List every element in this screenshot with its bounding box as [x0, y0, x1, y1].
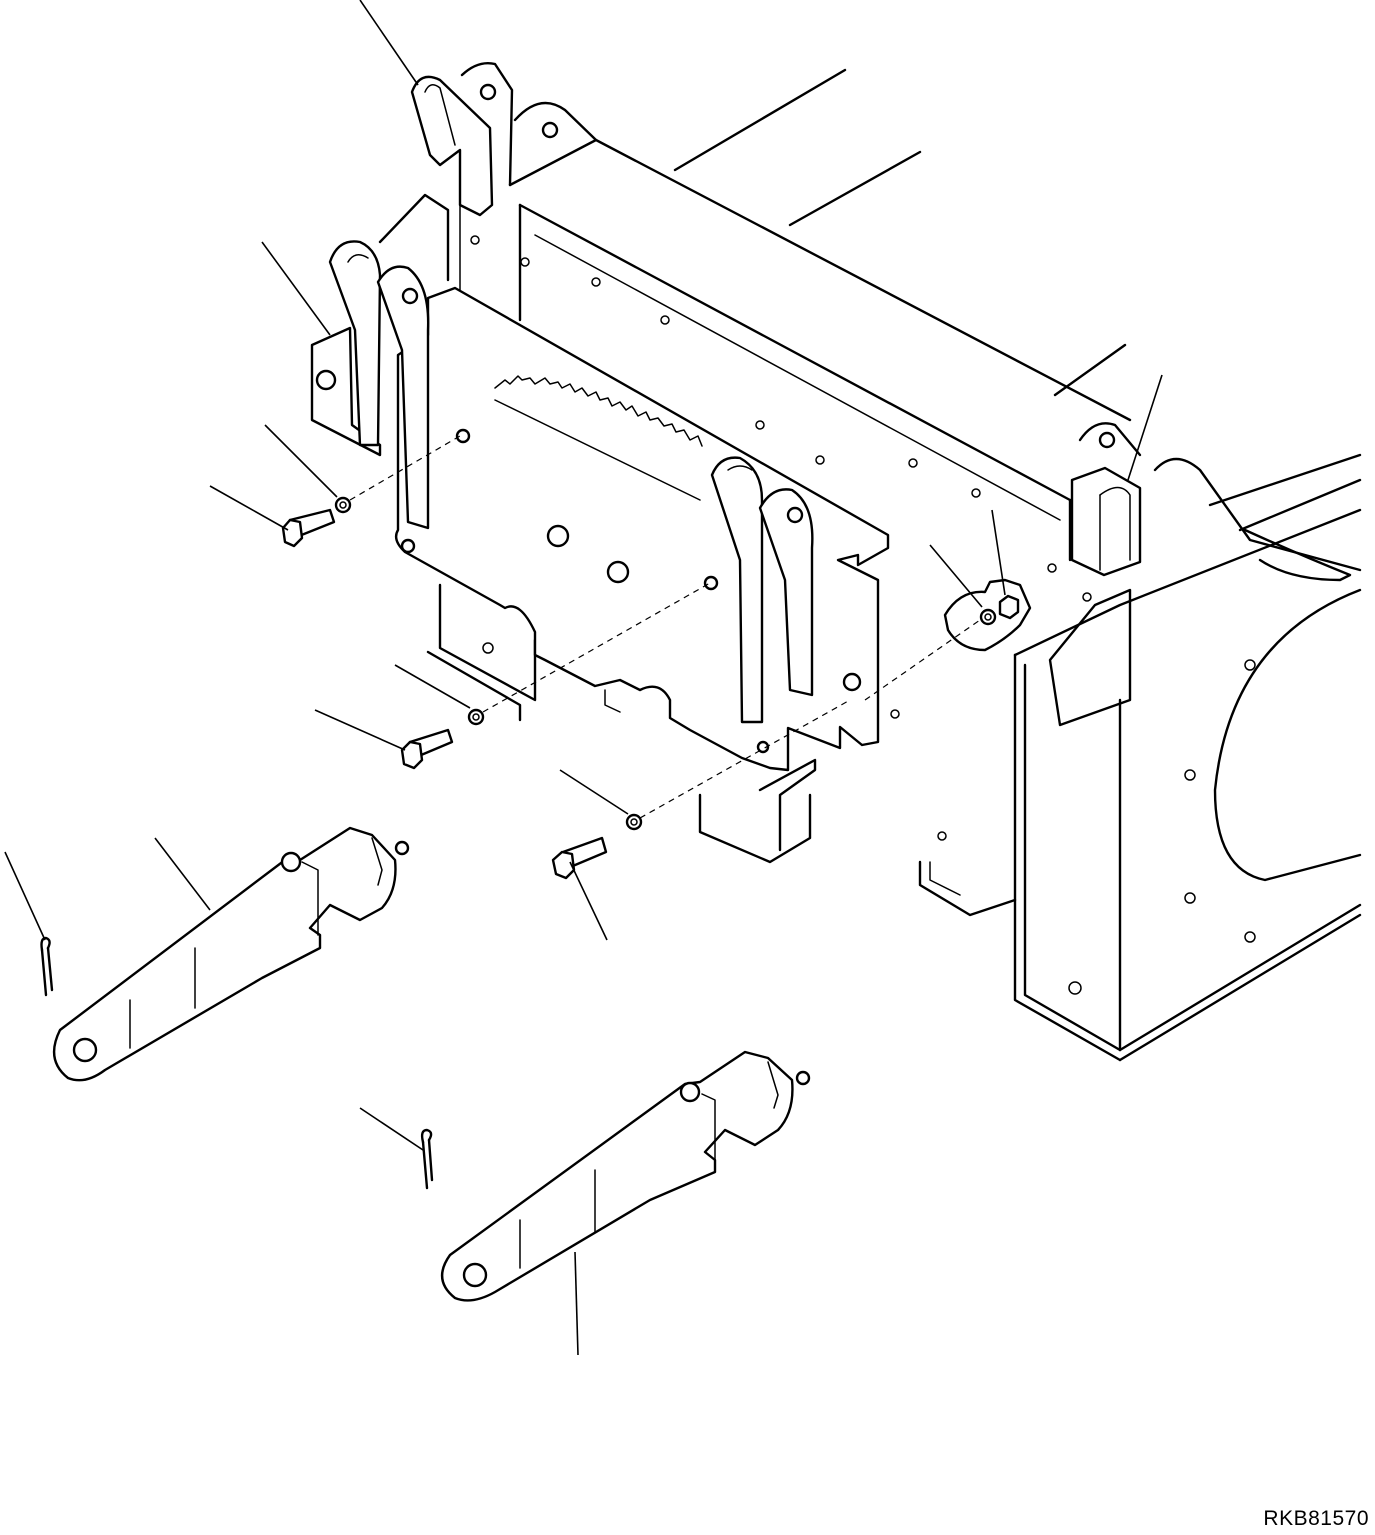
- drawing-id-label: RKB81570: [1263, 1507, 1369, 1530]
- leader-bolt-upper: [209, 485, 289, 531]
- leader-bolt-lower: [569, 861, 608, 941]
- leader-link-lower: [574, 1251, 579, 1356]
- right-frame-box: [1013, 422, 1362, 1062]
- washer-lower-center: [625, 813, 643, 831]
- lock-link-upper: [52, 826, 410, 1082]
- right-hook-clip: [1070, 466, 1142, 577]
- bolt-middle-left: [400, 728, 454, 770]
- leader-lines: [4, 0, 1163, 1356]
- cotter-pin-lower: [420, 1128, 434, 1190]
- lock-lever-left-front: [376, 265, 430, 530]
- bolt-lower-center: [551, 836, 608, 880]
- leader-pin-lower: [359, 1107, 424, 1151]
- leader-top-hook: [359, 0, 419, 86]
- top-hook-clip: [410, 75, 494, 217]
- leader-link-upper: [154, 837, 211, 911]
- lower-frame-channel: [426, 583, 1017, 917]
- assembly-line-3: [639, 699, 851, 819]
- lock-lever-right-front: [758, 488, 814, 697]
- lock-lever-left-rear: [328, 240, 382, 447]
- leader-washer-upper: [264, 424, 338, 498]
- leader-bolt-middle: [314, 709, 406, 751]
- leader-nut-right: [991, 509, 1006, 596]
- leader-washer-right: [929, 544, 983, 608]
- lock-link-lower: [441, 1050, 811, 1302]
- coupler-plate: [310, 286, 890, 772]
- bolt-upper-left: [281, 508, 336, 548]
- leader-left-lever: [261, 241, 331, 336]
- washer-middle-left: [467, 708, 485, 726]
- lock-lever-right-rear: [710, 456, 764, 724]
- assembly-line-4: [864, 619, 981, 701]
- cotter-pin-upper: [40, 936, 54, 997]
- washer-upper-left: [334, 496, 352, 514]
- leader-washer-lower: [559, 769, 629, 815]
- left-frame-bracket: [378, 61, 598, 291]
- leader-washer-middle: [394, 664, 471, 709]
- leader-right-hook: [1127, 374, 1163, 481]
- leader-pin-upper: [4, 851, 46, 941]
- nut-right: [943, 578, 1032, 652]
